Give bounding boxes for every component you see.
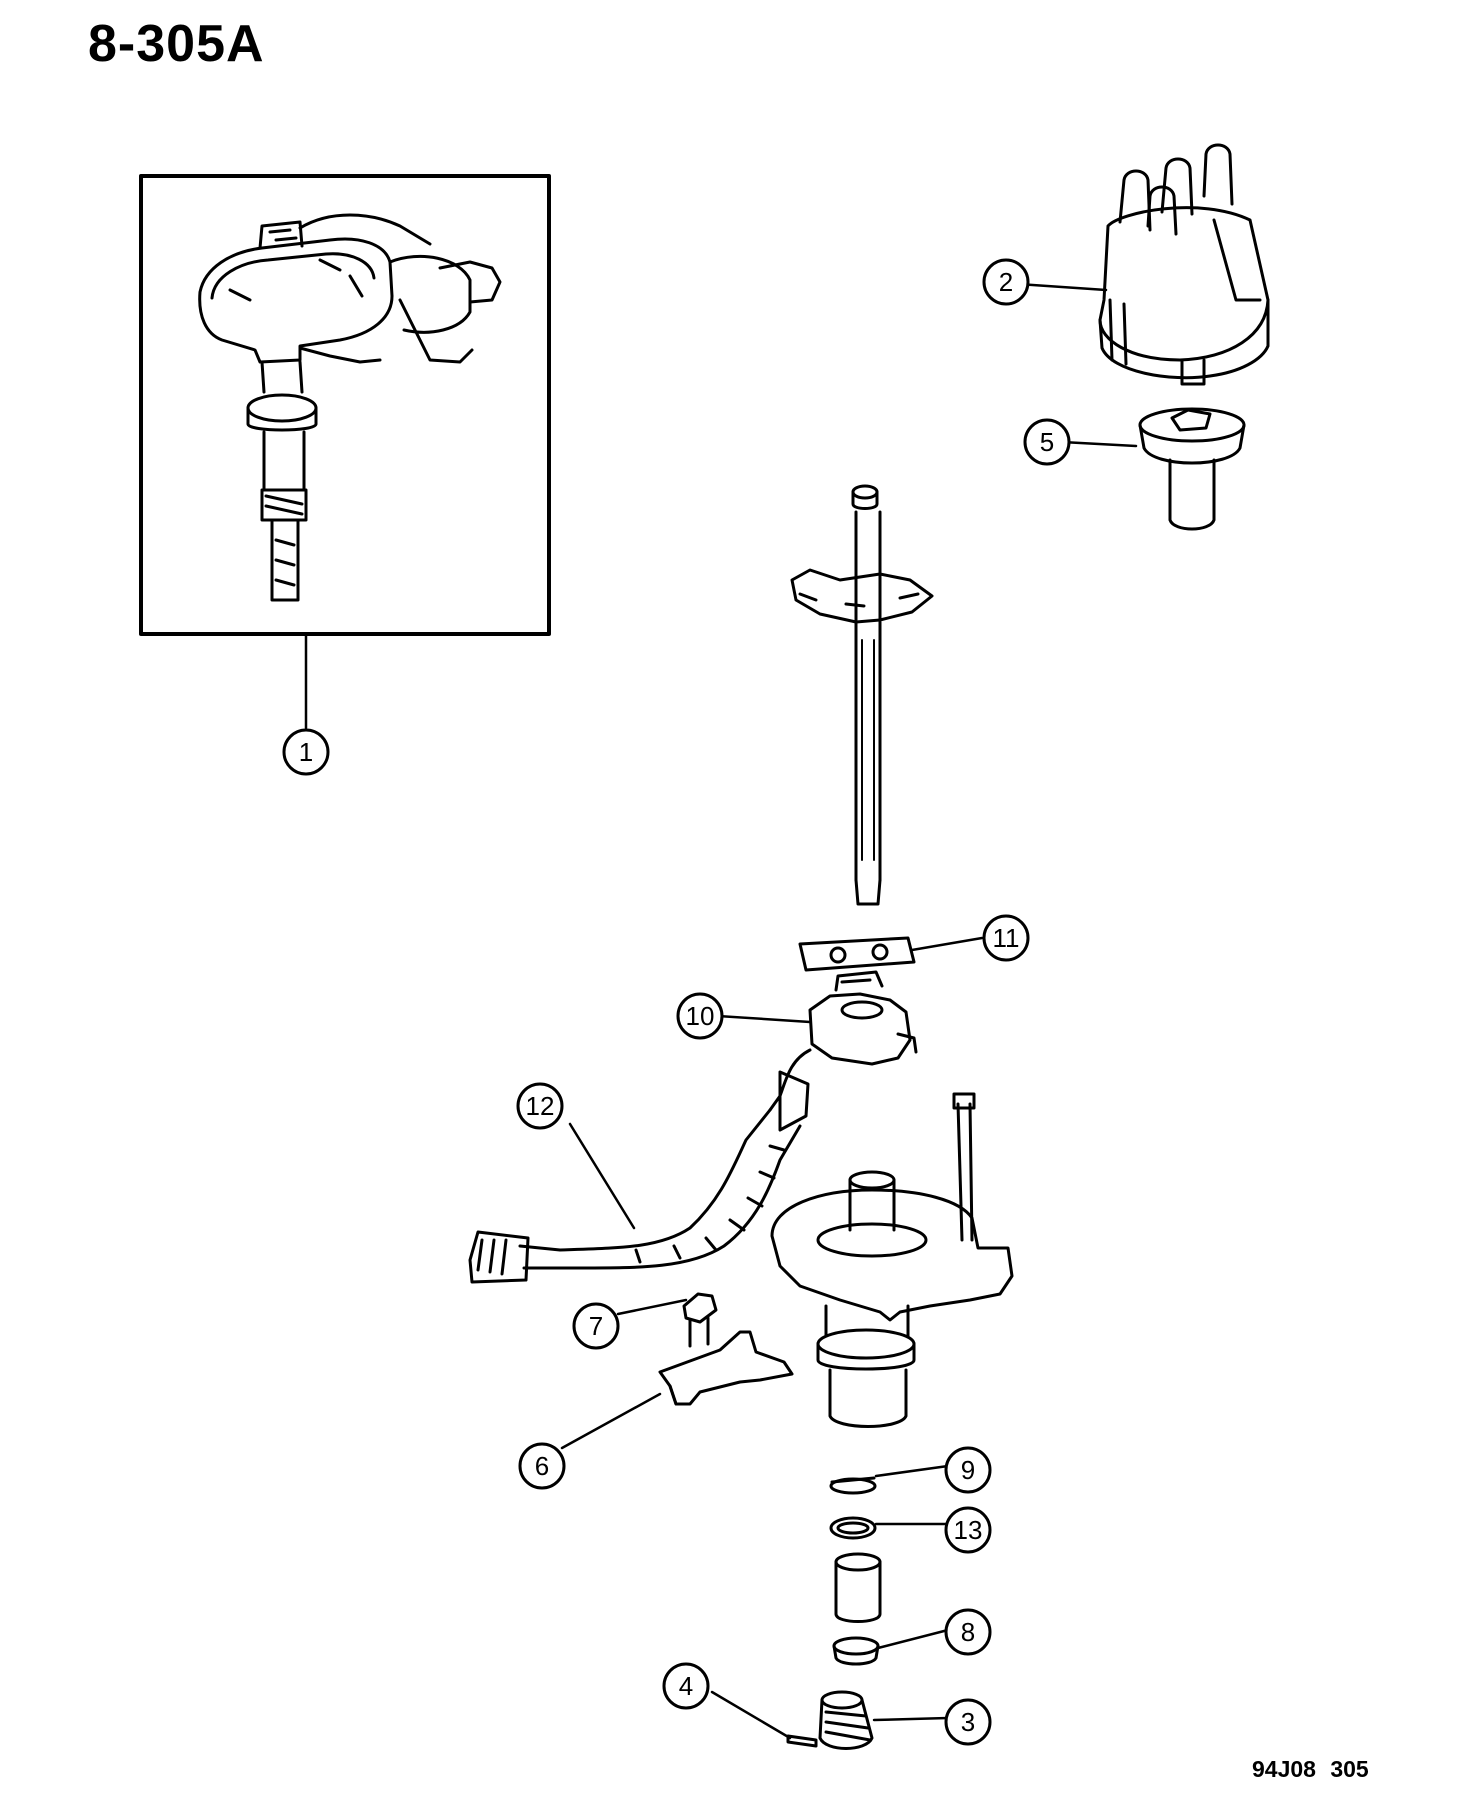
callout-number: 12 [526,1091,555,1121]
wiring-harness [468,1048,812,1284]
pickup-coil [808,970,918,1066]
callout-number: 4 [679,1671,693,1701]
callout-number: 2 [999,267,1013,297]
callout-11: 11 [982,914,1030,962]
callout-circle [282,728,330,776]
distributor-housing [770,1092,1014,1428]
callout-number: 7 [589,1311,603,1341]
callout-7: 7 [572,1302,620,1350]
callout-circle [518,1442,566,1490]
hold-down-clamp [658,1330,794,1406]
callout-number: 8 [961,1617,975,1647]
callout-circle [516,1082,564,1130]
callout-13: 13 [944,1506,992,1554]
rotor [1138,407,1246,531]
callout-circle [944,1446,992,1494]
callout-number: 10 [686,1001,715,1031]
callout-9: 9 [944,1446,992,1494]
callout-number: 9 [961,1455,975,1485]
callout-number: 3 [961,1707,975,1737]
leader-lines [304,282,1138,1740]
assembled-distributor-inset [139,174,551,636]
hold-down-bolt [682,1292,718,1348]
callout-circle [944,1698,992,1746]
bushing [834,1552,882,1623]
callout-4: 4 [662,1662,710,1710]
callout-circle [982,914,1030,962]
callout-2: 2 [982,258,1030,306]
callout-3: 3 [944,1698,992,1746]
distributor-cap [1098,143,1270,386]
drawing-code: 94J08 305 [1252,1756,1369,1782]
spacer-plate [798,936,916,972]
callout-circle [944,1608,992,1656]
callout-circle [944,1506,992,1554]
callout-8: 8 [944,1608,992,1656]
callout-number: 6 [535,1451,549,1481]
callout-12: 12 [516,1082,564,1130]
callout-number: 5 [1040,427,1054,457]
collar [832,1636,880,1666]
callout-circle [662,1662,710,1710]
callout-number: 13 [954,1515,983,1545]
figure-id: 8-305A [88,15,265,73]
callout-circle [676,992,724,1040]
o-ring [829,1516,877,1540]
distributor-shaft [790,484,934,906]
roll-pin [786,1734,818,1748]
drive-gear [818,1690,874,1750]
callout-5: 5 [1023,418,1071,466]
callout-circle [982,258,1030,306]
callout-6: 6 [518,1442,566,1490]
callout-circle [572,1302,620,1350]
callout-10: 10 [676,992,724,1040]
callout-1: 1 [282,728,330,776]
callout-number: 11 [993,923,1020,953]
callout-number: 1 [299,737,313,767]
thrust-washer [829,1476,877,1495]
callout-circle [1023,418,1071,466]
